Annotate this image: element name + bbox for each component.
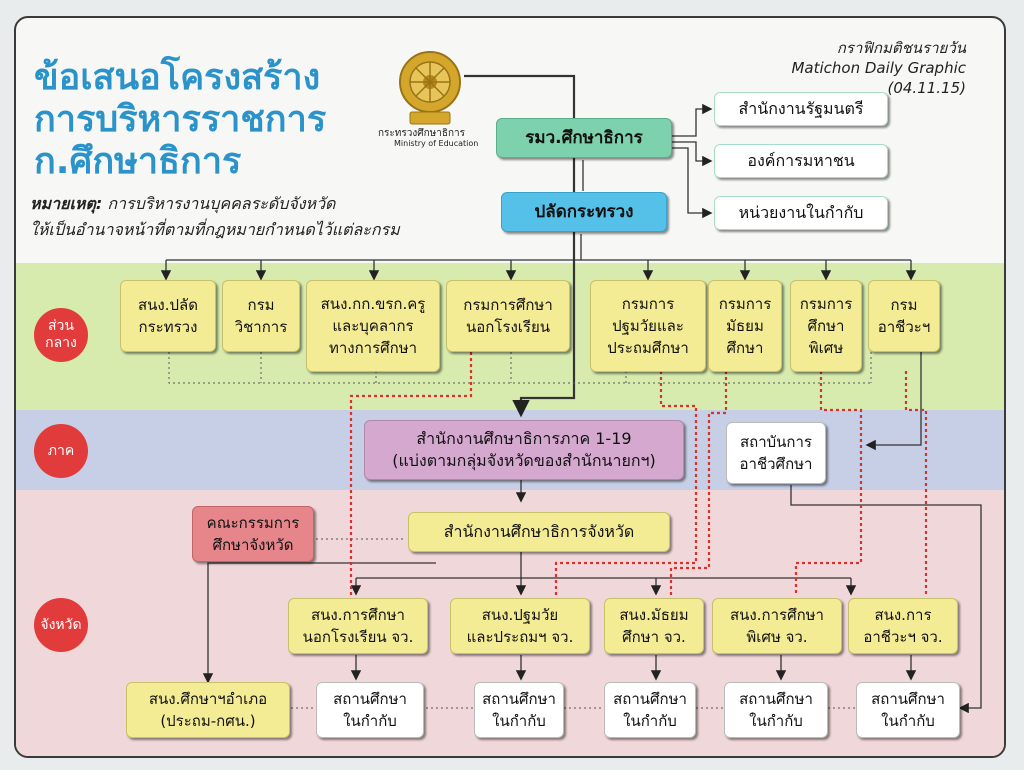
logo-caption-th: กระทรวงศึกษาธิการ [378,128,466,139]
permanent-secretary-box: ปลัดกระทรวง [501,192,667,232]
institution-box: สถานศึกษา ในกำกับ [604,682,696,738]
provincial-subsidiary-office: สนง.มัธยม ศึกษา จว. [604,598,704,654]
department-box: สนง.ปลัด กระทรวง [120,280,216,352]
department-box: กรม วิชาการ [222,280,300,352]
level-central-badge: ส่วน กลาง [34,308,88,362]
source-credit: กราฟิกมติชนรายวัน Matichon Daily Graphic… [791,38,966,98]
provincial-subsidiary-office: สนง.การ อาชีวะฯ จว. [848,598,958,654]
provincial-committee-box: คณะกรรมการ ศึกษาจังหวัด [192,506,314,562]
district-office-box: สนง.ศึกษาฯอำเภอ (ประถม-กศน.) [126,682,290,738]
note-label: หมายเหตุ: [30,194,103,213]
department-box: กรมการศึกษา นอกโรงเรียน [446,280,570,352]
institution-box: สถานศึกษา ในกำกับ [856,682,960,738]
provincial-subsidiary-office: สนง.การศึกษา นอกโรงเรียน จว. [288,598,428,654]
level-province-badge: จังหวัด [34,598,88,652]
title-line-3: ก.ศึกษาธิการ [34,141,242,182]
minister-office-box: สำนักงานรัฐมนตรี [714,92,888,126]
institution-box: สถานศึกษา ในกำกับ [474,682,564,738]
ministry-logo: กระทรวงศึกษาธิการ Ministry of Education [378,42,502,152]
title-line-1: ข้อเสนอโครงสร้าง [34,57,321,98]
public-organization-box: องค์การมหาชน [714,144,888,178]
ministry-seal-icon [399,51,461,125]
note-line-1: หมายเหตุ: การบริหารงานบุคคลระดับจังหวัด [30,192,335,217]
minister-box: รมว.ศึกษาธิการ [496,118,672,158]
department-box: กรมการ ศึกษา พิเศษ [790,280,862,372]
source-line-2: Matichon Daily Graphic [791,59,966,77]
department-box: กรม อาชีวะฯ [868,280,940,352]
connector-lines [160,74,982,714]
logo-caption-en: Ministry of Education [394,139,479,148]
diagram-frame: ข้อเสนอโครงสร้าง การบริหารราชการ ก.ศึกษา… [14,16,1006,758]
title-line-2: การบริหารราชการ [34,99,327,140]
institution-box: สถานศึกษา ในกำกับ [724,682,828,738]
regional-office-box: สำนักงานศึกษาธิการภาค 1-19 (แบ่งตามกลุ่ม… [364,420,684,480]
vocational-institute-box: สถาบันการ อาชีวศึกษา [726,422,826,484]
source-line-3: (04.11.15) [887,79,966,97]
department-box: กรมการ มัธยม ศึกษา [708,280,782,372]
provincial-subsidiary-office: สนง.การศึกษา พิเศษ จว. [712,598,842,654]
institution-box: สถานศึกษา ในกำกับ [316,682,424,738]
supervised-units-box: หน่วยงานในกำกับ [714,196,888,230]
department-box: สนง.กก.ขรก.ครู และบุคลากร ทางการศึกษา [306,280,440,372]
provincial-subsidiary-office: สนง.ปฐมวัย และประถมฯ จว. [450,598,590,654]
source-line-1: กราฟิกมติชนรายวัน [836,39,966,57]
note-text-1: การบริหารงานบุคคลระดับจังหวัด [102,194,336,213]
level-region-badge: ภาค [34,424,88,478]
department-box: กรมการ ปฐมวัยและ ประถมศึกษา [590,280,706,372]
provincial-office-box: สำนักงานศึกษาธิการจังหวัด [408,512,670,552]
note-line-2: ให้เป็นอำนาจหน้าที่ตามที่กฎหมายกำหนดไว้แ… [30,220,400,239]
